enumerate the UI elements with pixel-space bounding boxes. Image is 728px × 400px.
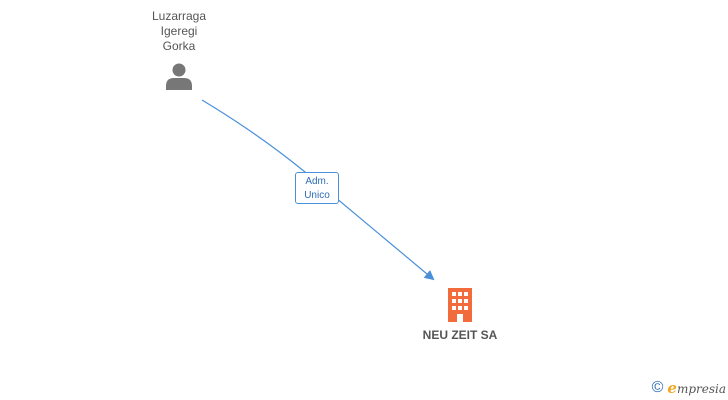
relation-label[interactable]: Adm. Unico [295, 172, 339, 204]
copyright-icon: © [651, 379, 664, 396]
company-name[interactable]: NEU ZEIT SA [422, 328, 498, 342]
brand-name-rest: mpresia [676, 382, 726, 396]
relation-label-line-1: Adm. [305, 176, 329, 187]
person-name: Luzarraga Igeregi Gorka [129, 9, 229, 54]
brand-name-first-letter: e [667, 379, 677, 397]
building-icon[interactable] [445, 288, 475, 322]
relation-label-line-2: Unico [304, 190, 330, 201]
person-name-line-2: Igeregi [160, 24, 198, 38]
person-node[interactable]: Luzarraga Igeregi Gorka [129, 9, 229, 92]
edge-person-to-company [201, 99, 435, 281]
brand-name: empresia [667, 379, 726, 397]
person-name-line-1: Luzarraga [151, 9, 207, 23]
company-node[interactable]: NEU ZEIT SA [400, 288, 520, 342]
person-icon[interactable] [164, 62, 194, 92]
person-name-line-3: Gorka [162, 39, 196, 53]
brand-logo: © empresia [652, 378, 726, 398]
